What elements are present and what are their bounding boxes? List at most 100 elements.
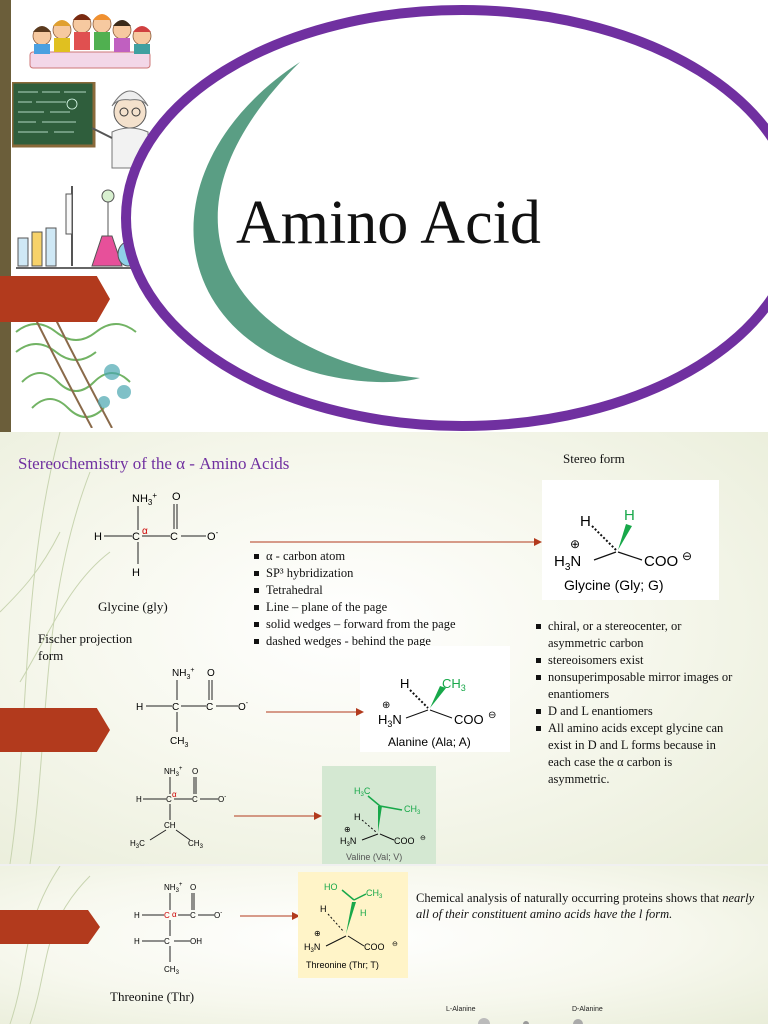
svg-text:O: O [207, 668, 215, 679]
glycine-fischer-structure: NH3+ O H C α C O- H [94, 491, 219, 579]
svg-text:C: C [166, 795, 172, 804]
slide-heading: Stereochemistry of the α - Amino Acids [18, 454, 290, 473]
svg-text:⊖: ⊖ [488, 710, 496, 721]
svg-text:⊕: ⊕ [314, 929, 321, 938]
threonine-slide: NH3+ O H C α C O- H C OH CH3 Threonine (… [0, 866, 768, 1024]
svg-text:H: H [320, 904, 327, 914]
arrow-tag [0, 708, 110, 752]
slide-divider [0, 864, 768, 866]
svg-text:O: O [190, 883, 196, 892]
title-slide: Amino Acid [0, 0, 768, 432]
svg-text:H3C: H3C [130, 839, 145, 850]
decorative-vine-lines [0, 432, 111, 864]
left-border-strip [0, 0, 11, 432]
svg-text:H: H [580, 513, 591, 530]
bullet-item: Line – plane of the page [252, 599, 456, 616]
chirality-bullets: chiral, or a stereocenter, or asymmetric… [534, 618, 734, 788]
svg-text:⊖: ⊖ [420, 835, 426, 842]
svg-text:H: H [624, 507, 635, 524]
svg-text:H: H [360, 908, 367, 918]
valine-stereo-image: H3C CH3 H ⊕ H3N COO ⊖ Valine (Val; V) [322, 766, 436, 864]
alanine-model-spheres [478, 1018, 583, 1024]
svg-text:O-: O- [238, 700, 249, 713]
svg-text:C: C [190, 911, 196, 920]
svg-text:α: α [172, 790, 177, 799]
alanine-stereo-caption: Alanine (Ala; A) [388, 735, 471, 749]
slide-title: Amino Acid [236, 189, 541, 257]
svg-text:⊕: ⊕ [344, 825, 351, 834]
svg-text:C: C [164, 937, 170, 946]
arrow-tag [0, 276, 110, 322]
svg-text:NH3+: NH3+ [132, 491, 157, 507]
svg-text:O: O [192, 767, 198, 776]
glycine-label: Glycine (gly) [98, 599, 168, 614]
bullet-item: D and L enantiomers [534, 703, 734, 720]
svg-text:H3N: H3N [554, 553, 581, 573]
kids-reading-illustration [29, 14, 152, 69]
bullet-item: dashed wedges - behind the page [252, 633, 456, 650]
svg-text:H: H [136, 795, 142, 804]
svg-text:CH3: CH3 [442, 676, 466, 693]
svg-text:C: C [164, 911, 170, 920]
svg-text:⊖: ⊖ [392, 941, 398, 948]
svg-text:α: α [142, 526, 148, 537]
svg-text:NH3+: NH3+ [164, 766, 183, 778]
svg-text:COO: COO [644, 553, 678, 570]
lab-glassware-illustration [16, 186, 139, 269]
svg-text:H3N: H3N [378, 712, 402, 729]
svg-text:NH3+: NH3+ [172, 667, 194, 681]
svg-text:CH3: CH3 [170, 736, 188, 749]
alpha-carbon-bullets: α - carbon atom SP³ hybridization Tetrah… [252, 548, 456, 650]
glycine-stereo-image: H H ⊕ H3N COO ⊖ Glycine (Gly; G) [542, 480, 719, 600]
svg-text:COO: COO [454, 712, 484, 727]
threonine-fischer-structure: NH3+ O H C α C O- H C OH CH3 [134, 882, 222, 976]
svg-text:⊖: ⊖ [682, 549, 692, 563]
svg-text:H: H [134, 937, 140, 946]
svg-text:H: H [400, 676, 409, 691]
svg-text:NH3+: NH3+ [164, 882, 183, 894]
svg-text:C: C [132, 531, 140, 543]
analysis-text: Chemical analysis of naturally occurring… [416, 891, 723, 905]
svg-text:H3N: H3N [340, 836, 356, 848]
bullet-item: chiral, or a stereocenter, or asymmetric… [534, 618, 734, 652]
decorative-ellipse-rings [121, 5, 768, 431]
svg-text:COO: COO [364, 942, 385, 952]
bullet-item: α - carbon atom [252, 548, 456, 565]
decorative-vine-lines [9, 866, 91, 1024]
svg-text:O-: O- [207, 528, 219, 543]
svg-text:H: H [136, 702, 143, 713]
svg-text:H: H [132, 567, 140, 579]
d-alanine-label: D-Alanine [572, 1006, 603, 1013]
svg-text:O: O [172, 491, 181, 503]
svg-text:OH: OH [190, 937, 202, 946]
svg-text:O-: O- [214, 910, 222, 920]
arrow-line [234, 812, 322, 820]
bullet-item: stereoisomers exist [534, 652, 734, 669]
svg-text:C: C [192, 795, 198, 804]
svg-text:H: H [354, 812, 361, 822]
svg-text:C: C [206, 702, 213, 713]
analysis-paragraph: Chemical analysis of naturally occurring… [416, 890, 766, 922]
valine-stereo-caption: Valine (Val; V) [346, 852, 402, 862]
svg-text:C: C [170, 531, 178, 543]
svg-text:⊕: ⊕ [570, 537, 580, 551]
svg-text:α: α [172, 910, 177, 919]
bullet-item: nonsuperimposable mirror images or enant… [534, 669, 734, 703]
protein-structure-illustration [15, 312, 137, 428]
arrow-line [266, 708, 364, 716]
bullet-item: All amino acids except glycine can exist… [534, 720, 734, 788]
svg-text:H: H [134, 911, 140, 920]
bullet-item: SP³ hybridization [252, 565, 456, 582]
bullet-item: Tetrahedral [252, 582, 456, 599]
svg-text:CH3: CH3 [366, 888, 383, 900]
svg-text:CH3: CH3 [404, 804, 421, 816]
svg-text:CH3: CH3 [188, 839, 204, 850]
svg-text:H3N: H3N [304, 942, 320, 954]
svg-text:O-: O- [218, 794, 226, 804]
threonine-stereo-caption: Threonine (Thr; T) [306, 960, 379, 970]
fischer-projection-label: Fischer projection form [38, 631, 133, 663]
svg-text:HO: HO [324, 882, 338, 892]
alanine-fischer-structure: NH3+ O H C C O- CH3 [136, 667, 249, 749]
svg-text:C: C [172, 702, 179, 713]
svg-text:CH: CH [164, 821, 176, 830]
